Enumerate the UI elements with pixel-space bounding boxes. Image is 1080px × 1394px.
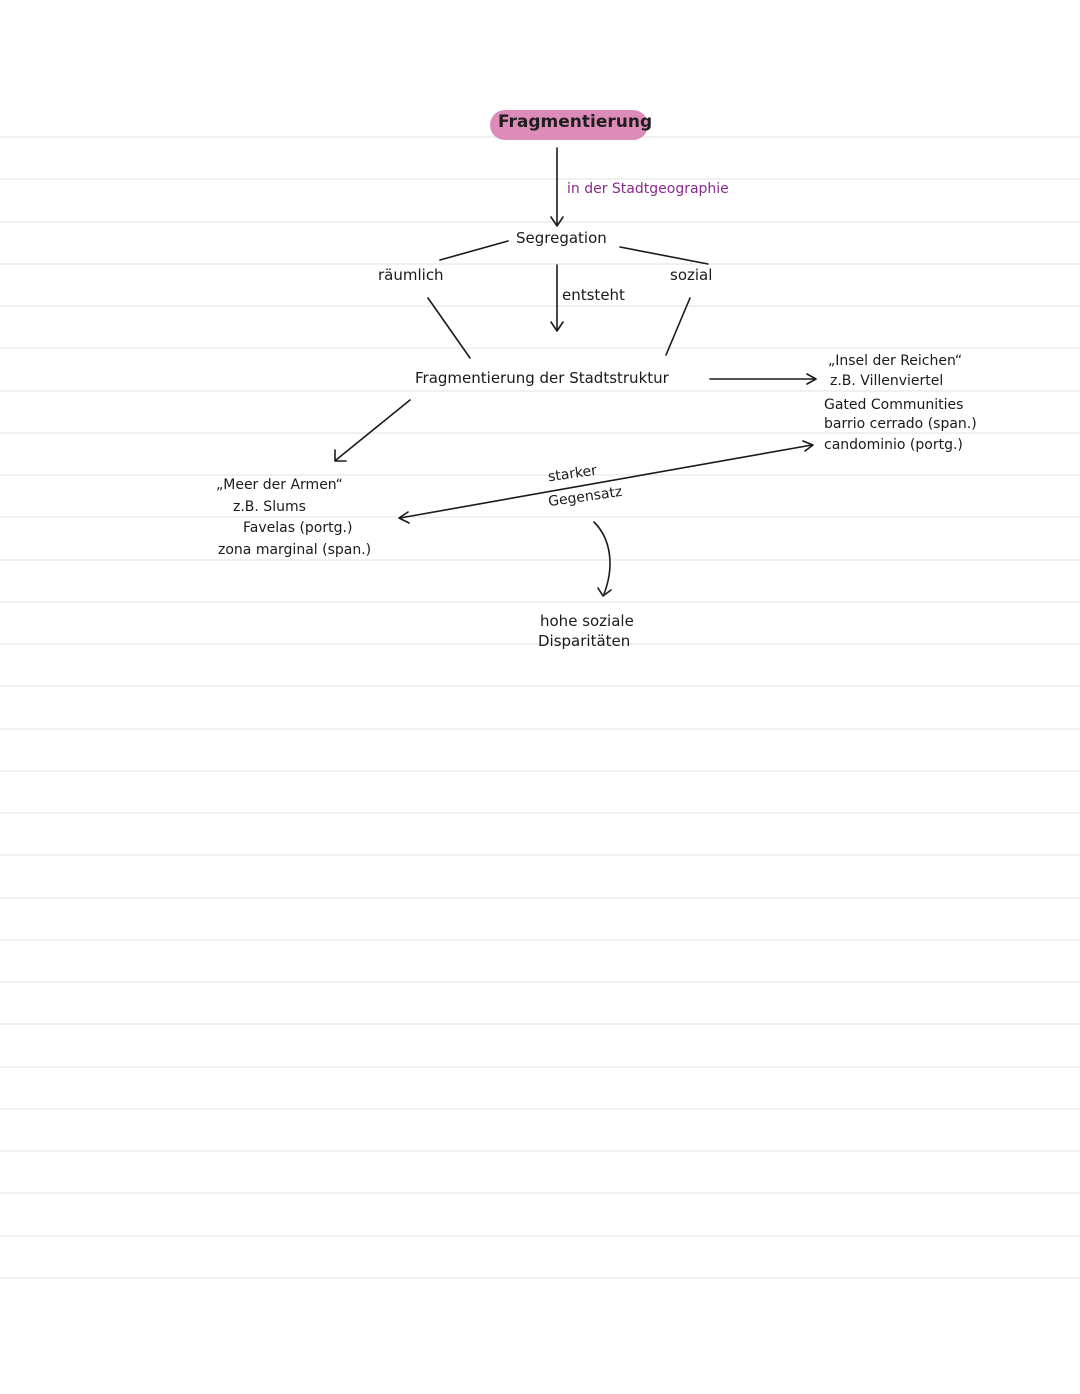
result-line-2: Disparitäten <box>538 632 631 650</box>
poor-title: „Meer der Armen“ <box>216 477 343 493</box>
arrow-center-to-rich <box>709 373 817 385</box>
poor-line: Favelas (portg.) <box>243 520 353 536</box>
poor-line: z.B. Slums <box>233 499 306 515</box>
rich-line: candominio (portg.) <box>824 437 963 453</box>
result-line-1: hohe soziale <box>540 612 634 630</box>
annotation-stadtgeographie: in der Stadtgeographie <box>567 181 729 197</box>
label-sozial: sozial <box>670 266 713 284</box>
diagram-title: Fragmentierung <box>498 112 653 132</box>
arrow-contrast-to-result <box>593 521 612 597</box>
line-segregation-right <box>619 246 709 265</box>
rich-line: barrio cerrado (span.) <box>824 416 977 432</box>
line-segregation-left <box>439 240 509 261</box>
label-raeumlich: räumlich <box>378 266 444 284</box>
node-segregation: Segregation <box>516 229 607 247</box>
line-sozial-to-center <box>665 297 691 356</box>
line-raeumlich-to-center <box>427 297 471 359</box>
poor-line: zona marginal (span.) <box>218 542 372 558</box>
rich-line: Gated Communities <box>824 397 964 413</box>
title-highlight <box>490 110 648 140</box>
node-fragmentierung-stadtstruktur: Fragmentierung der Stadtstruktur <box>415 369 669 387</box>
arrow-title-to-segregation <box>550 147 564 227</box>
arrow-entsteht <box>550 264 564 332</box>
label-entsteht: entsteht <box>562 286 625 304</box>
rich-line: z.B. Villenviertel <box>830 373 944 389</box>
rich-title: „Insel der Reichen“ <box>828 353 963 369</box>
arrow-center-to-poor <box>334 399 411 462</box>
arrow-contrast <box>398 440 814 524</box>
